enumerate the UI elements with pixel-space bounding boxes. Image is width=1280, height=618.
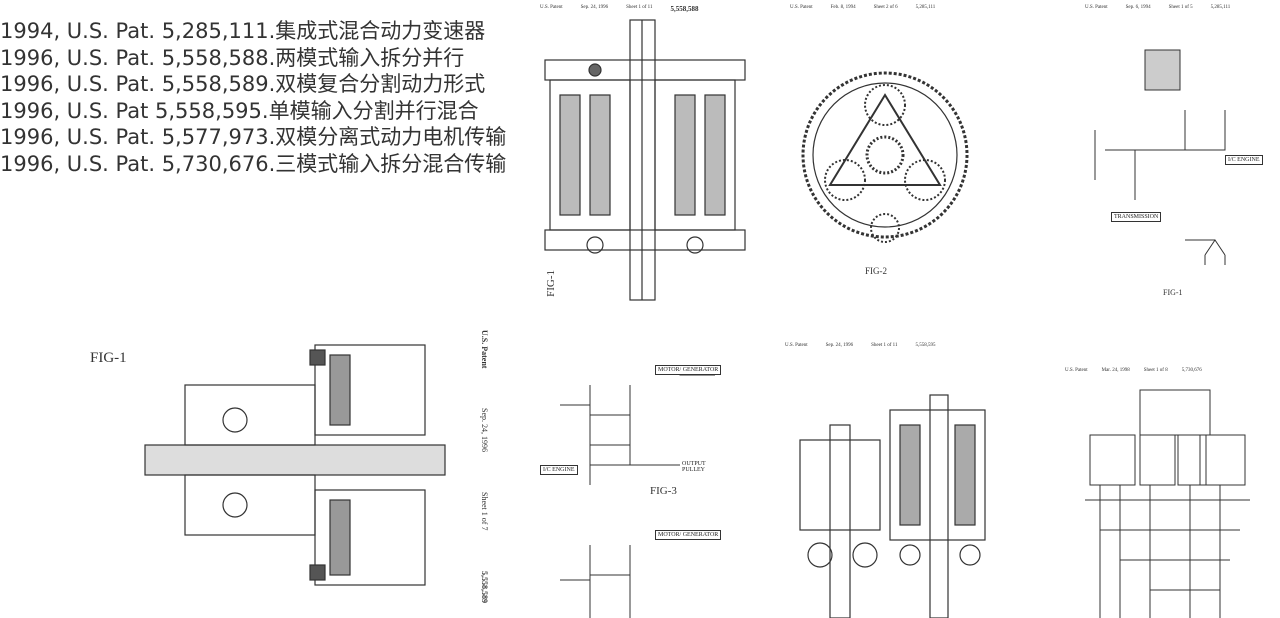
figure-label: FIG-3 [650,485,677,497]
figure-label: FIG-1 [1163,288,1183,297]
patent-item: 1996, U.S. Pat. 5,730,676.三模式输入拆分混合传输 [0,151,507,176]
header-date: Sep. 24, 1996 [580,5,609,10]
patent-item: 1994, U.S. Pat. 5,285,111.集成式混合动力变速器 [0,19,486,43]
engine-box: I/C ENGINE [1225,155,1263,165]
header-label: U.S. Patent [785,343,808,348]
header-label: U.S. Patent [1085,5,1108,10]
patent-list: 1994, U.S. Pat. 5,285,111.集成式混合动力变速器 199… [0,18,525,177]
header-sheet: Sheet 1 of 11 [626,5,653,10]
patent-header: U.S. Patent Sep. 24, 1996 Sheet 1 of 11 … [785,343,935,348]
block-schematic [1094,49,1226,265]
header-label: U.S. Patent [480,330,489,369]
header-sheet: Sheet 1 of 7 [480,492,489,531]
control-block-diagram [1085,389,1250,618]
header-number: 5,285,111 [915,5,936,10]
patent-item: 1996, U.S. Pat. 5,577,973.双模分离式动力电机传输 [0,125,507,149]
figure-label: FIG-2 [865,266,887,276]
header-date: Sep. 6, 1994 [1125,5,1151,10]
output-pulley-label: OUTPUT PULLEY [680,460,730,474]
header-date: Feb. 8, 1994 [830,5,856,10]
header-number: 5,558,589 [480,570,489,603]
header-label: U.S. Patent [540,5,563,10]
planetary-gear-drawing [801,71,969,243]
figure-label: FIG-1 [90,350,127,366]
header-date: Sep. 24, 1996 [480,408,489,453]
header-date: Sep. 24, 1996 [825,343,854,348]
header-date: Mar. 24, 1998 [1101,368,1130,373]
motor-generator-box: MOTOR/ GENERATOR [655,365,722,375]
patent-header: U.S. Patent Feb. 8, 1994 Sheet 2 of 6 5,… [790,5,935,10]
header-number: 5,730,676 [1181,368,1202,373]
vertical-patent-header: U.S. Patent Sep. 24, 1996 Sheet 1 of 7 5… [480,330,489,603]
header-sheet: Sheet 1 of 11 [871,343,898,348]
header-sheet: Sheet 1 of 5 [1168,5,1193,10]
dual-motor-cross-section [799,394,986,618]
patent-header: U.S. Patent Mar. 24, 1998 Sheet 1 of 8 5… [1065,368,1202,373]
patent-item: 1996, U.S. Pat. 5,558,588.两模式输入拆分并行 [0,45,465,70]
drawing-5730676-block-diagram: U.S. Patent Mar. 24, 1998 Sheet 1 of 8 5… [1060,360,1275,618]
patent-header: U.S. Patent Sep. 24, 1996 Sheet 1 of 11 … [540,5,698,13]
header-sheet: Sheet 2 of 6 [873,5,898,10]
drawing-5285111-schematic: U.S. Patent Sep. 6, 1994 Sheet 1 of 5 5,… [1075,0,1275,305]
drawing-5558595-cross-section: U.S. Patent Sep. 24, 1996 Sheet 1 of 11 … [780,335,1030,618]
header-label: U.S. Patent [1065,368,1088,373]
patent-item: 1996, U.S. Pat 5,558,595.单模输入分割并行混合 [0,98,479,123]
patent-item: 1996, U.S. Pat. 5,558,589.双模复合分割动力形式 [0,72,486,96]
engine-box: I/C ENGINE [540,465,578,475]
cross-section-drawing [544,19,746,301]
transmission-cross-section [144,344,446,586]
transmission-box: TRANSMISSION [1111,212,1162,222]
motor-generator-box: MOTOR/ GENERATOR [655,530,722,540]
patent-header: U.S. Patent Sep. 6, 1994 Sheet 1 of 5 5,… [1085,5,1230,10]
drawing-schematic-fig3: MOTOR/ GENERATOR I/C ENGINE OUTPUT PULLE… [530,345,730,618]
drawing-5558588-cross-section: U.S. Patent Sep. 24, 1996 Sheet 1 of 11 … [535,0,765,312]
drawing-5558589-cross-section: FIG-1 U.S. Patent Sep. 24, 1996 Sheet 1 … [85,325,515,618]
header-number: 5,558,595 [915,343,936,348]
header-sheet: Sheet 1 of 8 [1143,368,1168,373]
header-label: U.S. Patent [790,5,813,10]
figure-label: FIG-1 [545,270,557,297]
header-number: 5,558,588 [670,5,699,13]
header-number: 5,285,111 [1210,5,1231,10]
drawing-5285111-gearset: U.S. Patent Feb. 8, 1994 Sheet 2 of 6 5,… [785,0,985,300]
lever-schematic [560,365,715,618]
